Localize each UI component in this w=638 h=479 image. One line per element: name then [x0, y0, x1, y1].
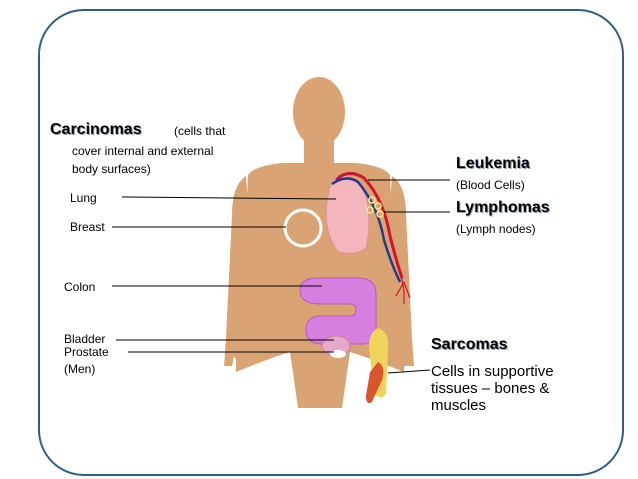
lung-pointer [121, 196, 337, 200]
sarcomas-title: Sarcomas [431, 336, 508, 353]
lymph-nodes [366, 196, 384, 218]
carcinomas-desc-2: cover internal and external [72, 144, 214, 158]
leukemia-sub: (Blood Cells) [456, 178, 525, 192]
sarcomas-pointer [387, 369, 431, 374]
leukemia-title: Leukemia [456, 155, 530, 172]
right-arm [386, 176, 412, 338]
carcinomas-title: Carcinomas [50, 121, 142, 138]
lymphomas-sub: (Lymph nodes) [456, 222, 536, 236]
arm-vessels [395, 269, 411, 304]
breast-label: Breast [70, 220, 105, 234]
sarcomas-line-3: muscles [431, 397, 487, 414]
colon-shape [299, 277, 377, 345]
sarcomas-line-1: Cells in supportive [431, 363, 554, 380]
prostate-shape [330, 350, 346, 358]
prostate-label: Prostate [64, 345, 109, 359]
breast-circle [283, 208, 323, 248]
lymphomas-title: Lymphomas [456, 199, 550, 216]
carcinomas-desc-3: body surfaces) [72, 162, 151, 176]
men-label: (Men) [64, 362, 96, 376]
left-arm [226, 176, 252, 338]
right-hand [386, 338, 414, 366]
colon-label: Colon [64, 280, 96, 294]
vein [331, 177, 402, 283]
carcinomas-desc-1: (cells that [174, 124, 226, 138]
lung-label: Lung [70, 191, 97, 205]
pointer-lines [112, 179, 450, 374]
bladder-label: Bladder [64, 332, 106, 346]
head [293, 77, 345, 147]
sarcomas-line-2: tissues – bones & [431, 380, 550, 397]
muscle-shape [366, 362, 384, 404]
